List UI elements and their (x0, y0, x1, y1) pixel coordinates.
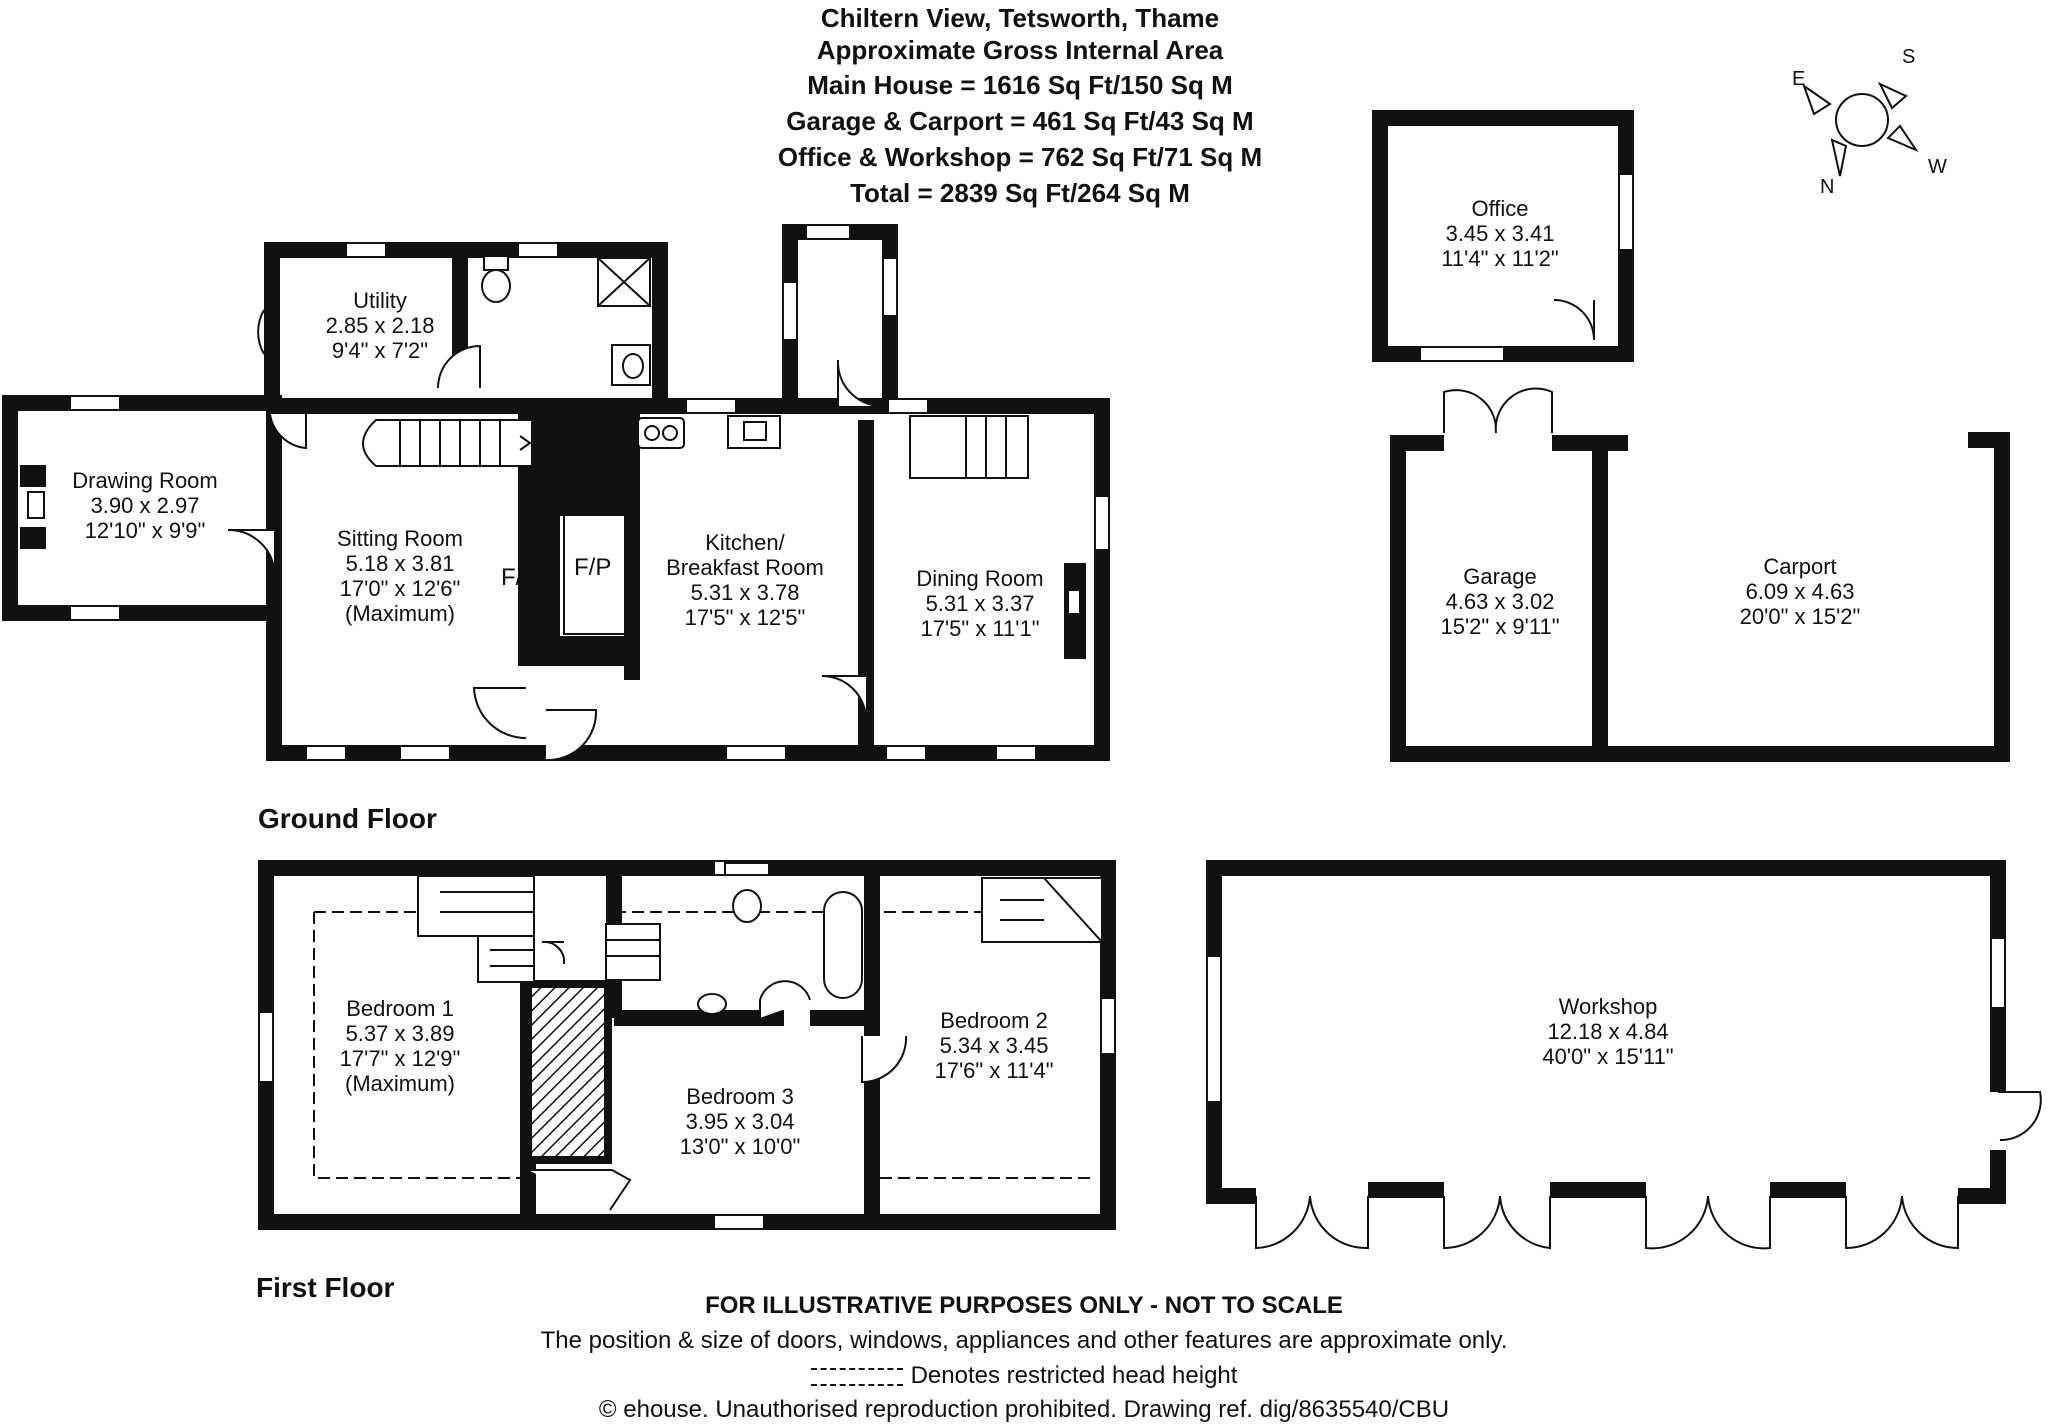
room-dining-name: Dining Room (916, 566, 1044, 591)
compass-s-label: S (1902, 46, 1916, 68)
fireplace-outlines (519, 495, 629, 637)
restricted-height-key-text: Denotes restricted head height (910, 1362, 1238, 1389)
room-utility-name: Utility (353, 288, 407, 313)
copyright: © ehouse. Unauthorised reproduction proh… (598, 1396, 1450, 1423)
room-bedroom3-imperial: 13'0" x 10'0" (679, 1134, 801, 1159)
restricted-height-key-swatch (810, 1367, 903, 1386)
room-bedroom2-name: Bedroom 2 (940, 1008, 1048, 1033)
room-office-metric: 3.45 x 3.41 (1445, 221, 1555, 246)
garage-carport-walls (1390, 432, 2010, 762)
area-garage-carport: Garage & Carport = 461 Sq Ft/43 Sq M (786, 106, 1254, 136)
room-kitchen-name: Kitchen/ (705, 530, 785, 555)
room-office-name: Office (1471, 196, 1529, 221)
room-garage-metric: 4.63 x 3.02 (1445, 589, 1555, 614)
room-drawing-name: Drawing Room (72, 468, 218, 493)
room-kitchen-name-line2: Breakfast Room (666, 555, 824, 580)
room-drawing: Drawing Room 3.90 x 2.97 12'10" x 9'9" (40, 468, 250, 543)
chimney-breasts (20, 406, 1086, 666)
disclaimer: FOR ILLUSTRATIVE PURPOSES ONLY - NOT TO … (705, 1292, 1343, 1319)
room-carport-name: Carport (1763, 554, 1837, 579)
room-dining-metric: 5.31 x 3.37 (925, 591, 1035, 616)
compass-w-label: W (1928, 156, 1947, 178)
compass-n-label: N (1820, 176, 1835, 198)
fireplace-label-sitting: F/P (501, 564, 539, 591)
room-sitting-imperial: 17'0" x 12'6" (339, 576, 461, 601)
room-kitchen-imperial: 17'5" x 12'5" (684, 605, 806, 630)
room-workshop-name: Workshop (1558, 994, 1658, 1019)
room-drawing-imperial: 12'10" x 9'9" (84, 518, 206, 543)
room-bedroom3-name: Bedroom 3 (686, 1084, 794, 1109)
doors (227, 299, 2042, 1250)
room-garage-imperial: 15'2" x 9'11" (1440, 614, 1560, 639)
room-bedroom1: Bedroom 1 5.37 x 3.89 17'7" x 12'9" (Max… (300, 996, 500, 1096)
key-row: Denotes restricted head height (0, 1362, 2048, 1390)
room-carport-imperial: 20'0" x 15'2" (1739, 604, 1861, 629)
room-utility-metric: 2.85 x 2.18 (325, 313, 435, 338)
room-workshop-imperial: 40'0" x 15'11" (1542, 1044, 1674, 1069)
room-office: Office 3.45 x 3.41 11'4" x 11'2" (1400, 196, 1600, 271)
room-utility: Utility 2.85 x 2.18 9'4" x 7'2" (300, 288, 460, 363)
fireplace-label-kitchen: F/P (574, 554, 612, 581)
room-bedroom1-metric: 5.37 x 3.89 (345, 1021, 455, 1046)
room-workshop-metric: 12.18 x 4.84 (1547, 1019, 1669, 1044)
room-kitchen-metric: 5.31 x 3.78 (690, 580, 800, 605)
room-bedroom3: Bedroom 3 3.95 x 3.04 13'0" x 10'0" (640, 1084, 840, 1159)
room-office-imperial: 11'4" x 11'2" (1441, 246, 1559, 271)
room-dining: Dining Room 5.31 x 3.37 17'5" x 11'1" (880, 566, 1080, 641)
stairs (362, 415, 1103, 983)
room-bedroom3-metric: 3.95 x 3.04 (685, 1109, 795, 1134)
chimney-void-hatched (524, 980, 612, 1164)
room-bedroom1-note: (Maximum) (345, 1071, 455, 1096)
room-utility-imperial: 9'4" x 7'2" (331, 338, 429, 363)
room-sitting-name: Sitting Room (337, 526, 463, 551)
ground-floor-label: Ground Floor (258, 803, 437, 834)
compass-e-label: E (1792, 68, 1806, 90)
room-bedroom2: Bedroom 2 5.34 x 3.45 17'6" x 11'4" (894, 1008, 1094, 1083)
room-garage-name: Garage (1463, 564, 1537, 589)
room-kitchen: Kitchen/ Breakfast Room 5.31 x 3.78 17'5… (640, 530, 850, 630)
room-bedroom1-imperial: 17'7" x 12'9" (339, 1046, 461, 1071)
area-subtitle: Approximate Gross Internal Area (816, 35, 1224, 65)
approximate-note: The position & size of doors, windows, a… (540, 1327, 1508, 1354)
compass-rose (1802, 81, 1919, 177)
room-sitting-note: (Maximum) (345, 601, 455, 626)
area-office-workshop: Office & Workshop = 762 Sq Ft/71 Sq M (777, 142, 1263, 172)
fixtures (27, 255, 1081, 1015)
room-bedroom2-metric: 5.34 x 3.45 (939, 1033, 1049, 1058)
area-total: Total = 2839 Sq Ft/264 Sq M (850, 178, 1190, 208)
room-bedroom1-name: Bedroom 1 (346, 996, 454, 1021)
room-dining-imperial: 17'5" x 11'1" (920, 616, 1040, 641)
property-title: Chiltern View, Tetsworth, Thame (820, 3, 1220, 33)
room-sitting-metric: 5.18 x 3.81 (345, 551, 455, 576)
first-floor-label: First Floor (256, 1272, 395, 1303)
area-main-house: Main House = 1616 Sq Ft/150 Sq M (807, 70, 1233, 100)
room-sitting: Sitting Room 5.18 x 3.81 17'0" x 12'6" (… (300, 526, 500, 626)
room-workshop: Workshop 12.18 x 4.84 40'0" x 15'11" (1508, 994, 1708, 1069)
room-carport: Carport 6.09 x 4.63 20'0" x 15'2" (1700, 554, 1900, 629)
room-drawing-metric: 3.90 x 2.97 (90, 493, 200, 518)
room-carport-metric: 6.09 x 4.63 (1745, 579, 1855, 604)
room-bedroom2-imperial: 17'6" x 11'4" (934, 1058, 1054, 1083)
room-garage: Garage 4.63 x 3.02 15'2" x 9'11" (1410, 564, 1590, 639)
